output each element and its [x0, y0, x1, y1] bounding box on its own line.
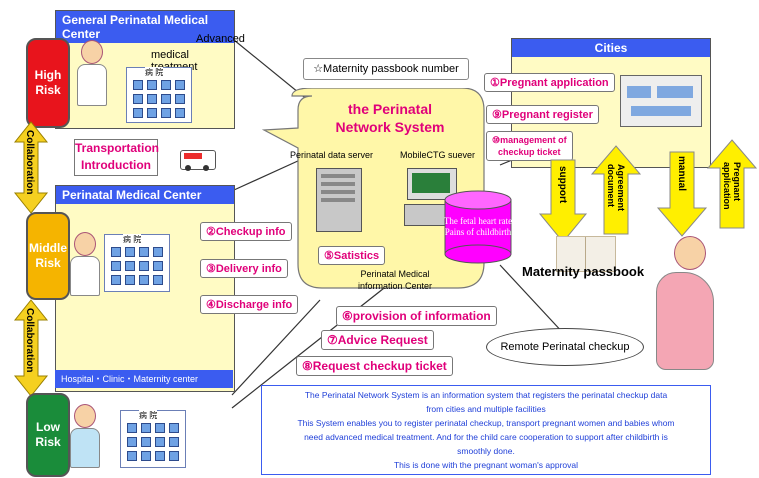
transportation-box-top: Transportation Introduction [74, 139, 160, 176]
low-risk-badge: Low Risk [26, 393, 70, 477]
provision-of-information-label: ⑥provision of information [336, 306, 497, 326]
advice-request-label: ⑦Advice Request [321, 330, 434, 350]
pregnant-application-label: ①Pregnant application [484, 73, 615, 92]
hospital-building-icon-low: 病 院 [120, 410, 186, 468]
support-arrow [538, 159, 588, 243]
agreement-document-label: Agreement document [606, 164, 626, 212]
remote-checkup-label: Remote Perinatal checkup [500, 341, 630, 353]
hospital-sign-low: 病 院 [139, 410, 158, 421]
description-line-3: This System enables you to register peri… [297, 418, 675, 428]
collaboration-label-top: Collaboration [24, 130, 35, 195]
checkup-info-label: ②Checkup info [200, 222, 292, 241]
management-line2: checkup ticket [498, 147, 561, 157]
management-line1: ⑩management of [492, 135, 567, 145]
hospital-sign-middle: 病 院 [123, 234, 142, 245]
middle-risk-badge: Middle Risk [26, 212, 70, 300]
perinatal-center-title: Perinatal Medical Center [56, 186, 234, 204]
manual-label: manual [676, 156, 687, 192]
general-center-box: General Perinatal Medical Center Advance… [55, 10, 245, 129]
description-line-1: The Perinatal Network System is an infor… [304, 390, 668, 400]
management-checkup-ticket-label: ⑩management of checkup ticket [486, 131, 573, 161]
maternity-passbook-icon [556, 236, 616, 272]
info-center-label: Perinatal Medical information Center [340, 268, 450, 292]
description-line-6: This is done with the pregnant woman's a… [393, 460, 578, 470]
discharge-info-label: ④Discharge info [200, 295, 299, 314]
delivery-info-label: ③Delivery info [200, 259, 288, 278]
description-line-4: need advanced medical treatment. And for… [304, 432, 668, 442]
city-building-icon [620, 75, 702, 127]
cylinder-text: The fetal heart rate Pains of childbirth [442, 216, 514, 238]
cylinder-line1: The fetal heart rate [443, 216, 513, 226]
request-checkup-ticket-label: ⑧Request checkup ticket [296, 356, 453, 376]
pregnant-application-arrow-label: Pregnant application [722, 162, 742, 210]
transportation-line1: Transportation [75, 141, 160, 155]
low-risk-line2: Risk [35, 435, 61, 449]
hospital-building-icon: 病 院 [126, 67, 192, 123]
transportation-line2: Introduction [81, 158, 151, 172]
maternity-passbook-number: ☆Maternity passbook number [303, 58, 469, 80]
middle-risk-line1: Middle [29, 241, 67, 255]
description-line-2: from cities and multiple facilities [426, 404, 546, 414]
high-risk-line2: Risk [35, 83, 61, 97]
network-system-bubble [262, 88, 485, 289]
maternity-passbook-label: Maternity passbook [522, 264, 645, 279]
support-label: support [557, 166, 568, 204]
pregnant-application-arrow [706, 139, 758, 229]
general-center-title: General Perinatal Medical Center [56, 11, 234, 43]
hospital-building-icon-middle: 病 院 [104, 234, 170, 292]
perinatal-data-server-label: Perinatal data server [290, 150, 374, 160]
nurse-icon [70, 404, 100, 470]
middle-risk-line2: Risk [35, 256, 61, 270]
network-system-title: the Perinatal Network System [300, 100, 480, 136]
collaboration-label-bottom: Collaboration [24, 308, 35, 373]
agreement-document-arrow [590, 145, 642, 235]
high-risk-badge: High Risk [26, 38, 70, 128]
network-system-line1: the Perinatal [347, 101, 433, 117]
description-box: The Perinatal Network System is an infor… [261, 385, 711, 475]
pregnant-register-label: ⑨Pregnant register [486, 105, 599, 124]
manual-arrow [656, 151, 708, 237]
general-center-subtitle-1: Advanced [196, 33, 245, 45]
hospital-sign: 病 院 [145, 67, 164, 78]
database-cylinder-icon [444, 190, 512, 264]
low-risk-line1: Low [36, 420, 60, 434]
pregnant-woman-icon [656, 236, 720, 376]
high-risk-line1: High [34, 68, 62, 82]
info-center-line2: information Center [357, 281, 433, 291]
description-line-5: smoothly done. [457, 446, 515, 456]
statistics-label: ⑤Satistics [318, 246, 386, 265]
cities-title: Cities [512, 39, 710, 57]
doctor-icon-top [77, 40, 107, 110]
mobile-ctg-server-label: MobileCTG suever [400, 150, 476, 160]
maternity-passbook-number-label: ☆Maternity passbook number [313, 63, 459, 75]
network-system-line2: Network System [335, 119, 445, 135]
info-center-line1: Perinatal Medical [360, 269, 430, 279]
cylinder-line2: Pains of childbirth [444, 227, 512, 237]
ambulance-icon-top [180, 150, 216, 171]
data-server-icon [316, 168, 362, 232]
remote-checkup-ellipse: Remote Perinatal checkup [486, 328, 644, 366]
doctor-icon-middle [70, 232, 100, 298]
hospital-clinic-label: Hospital・Clinic・Maternity center [61, 374, 199, 384]
hospital-clinic-bar: Hospital・Clinic・Maternity center [55, 370, 233, 388]
